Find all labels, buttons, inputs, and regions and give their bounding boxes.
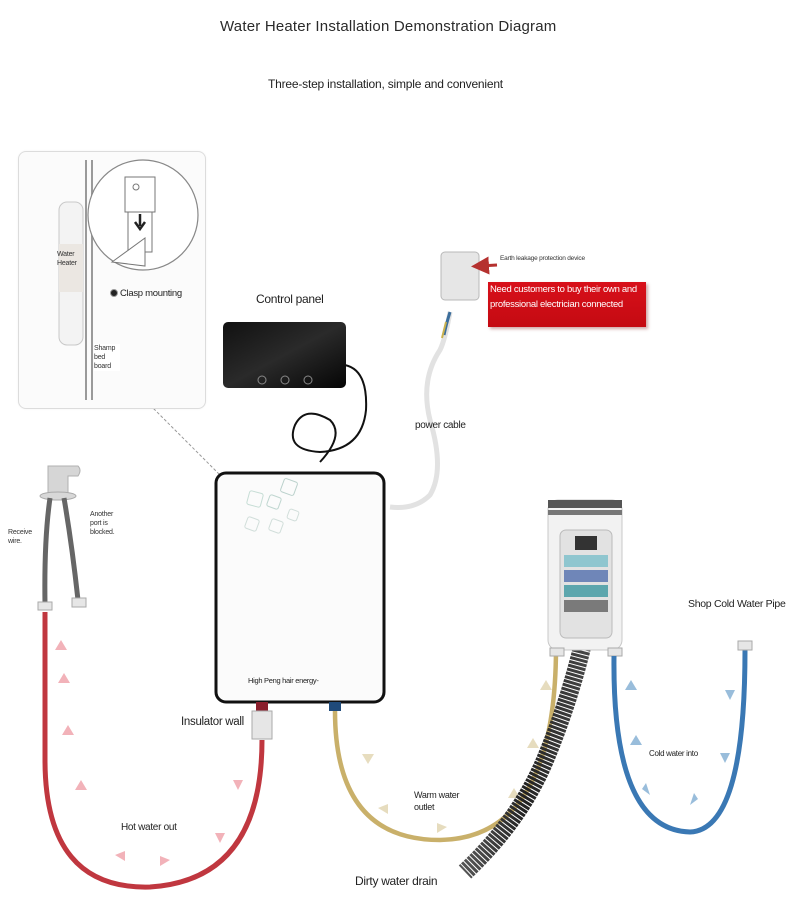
panel-button-icon xyxy=(303,375,313,385)
heater-brand-label: High Peng hair energy- xyxy=(248,676,319,685)
hot-flow-arrows xyxy=(55,640,243,866)
control-panel-device xyxy=(223,322,346,388)
pointer-arrow-icon xyxy=(471,256,498,275)
control-panel-label: Control panel xyxy=(256,292,324,306)
inset-leader-line xyxy=(149,404,226,481)
heater-decoration xyxy=(244,478,300,534)
insulator-wall-fitting xyxy=(251,710,273,740)
receive-wire-label: Receive wire. xyxy=(8,529,32,545)
hot-water-pipe xyxy=(42,612,265,890)
cold-water-label: Cold water into xyxy=(649,749,698,758)
diagram-subtitle: Three-step installation, simple and conv… xyxy=(268,77,503,91)
cold-inlet-fitting xyxy=(329,702,341,711)
hot-water-label: Hot water out xyxy=(121,822,177,833)
power-cable-label: power cable xyxy=(415,420,466,431)
shower-filter-unit xyxy=(547,499,623,657)
earth-leakage-label: Earth leakage protection device xyxy=(500,255,585,262)
inset-heater-label: Water Heater xyxy=(57,251,77,267)
cold-water-pipe xyxy=(611,649,748,835)
diagram-title: Water Heater Installation Demonstration … xyxy=(220,18,557,35)
cold-flow-arrows xyxy=(625,680,735,805)
power-cable xyxy=(389,311,453,510)
electrician-warning-note: Need customers to buy their own and prof… xyxy=(488,282,646,327)
blocked-port-label: Another port is blocked. xyxy=(90,511,115,536)
dirty-drain-label: Dirty water drain xyxy=(355,874,438,888)
panel-button-icon xyxy=(280,375,290,385)
hot-outlet-fitting xyxy=(256,702,268,711)
cold-supply-fitting xyxy=(737,640,753,651)
inset-board-label: Shamp bed board xyxy=(94,344,120,371)
cold-pipe-source-label: Shop Cold Water Pipe xyxy=(688,598,786,610)
inset-mount-label: Clasp mounting xyxy=(120,288,182,299)
insulator-wall-label: Insulator wall xyxy=(181,716,244,728)
panel-button-icon xyxy=(257,375,267,385)
warm-water-label: Warm water outlet xyxy=(414,790,460,812)
control-cable xyxy=(291,364,368,463)
dirty-water-drain-hose xyxy=(458,632,594,879)
water-heater-unit xyxy=(214,471,386,704)
faucet-illustration xyxy=(37,465,87,611)
earth-leakage-device xyxy=(440,251,480,301)
